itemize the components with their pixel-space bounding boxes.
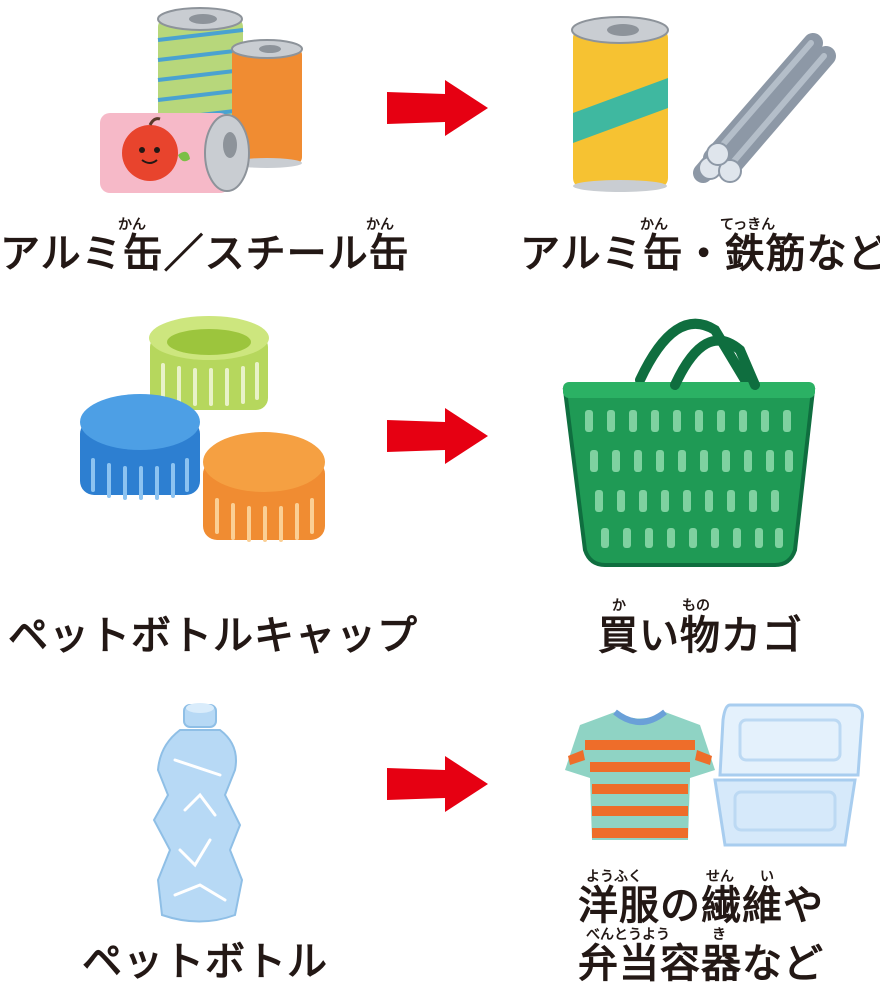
striped-shirt-icon <box>565 709 715 840</box>
label-cans: アルミ缶／スチール缶 <box>0 231 410 277</box>
food-container-icon <box>713 703 864 847</box>
label-lunch-containers: 弁当容器など <box>578 941 824 987</box>
ruby-youfuku: ようふく <box>586 869 642 885</box>
ruby-kan-2: かん <box>366 217 394 233</box>
cans-illustration <box>100 7 303 193</box>
row-pet-bottle: ペットボトル ようふく せん い 洋服の繊維や べんとうよう き 弁当容器など <box>0 690 880 996</box>
ruby-ki: き <box>712 927 726 943</box>
basket-icon <box>562 318 816 567</box>
can-and-rebar-illustration <box>571 16 836 192</box>
shopping-basket-illustration <box>562 318 816 567</box>
arrow-right-icon <box>387 80 488 136</box>
ruby-kan-3: かん <box>640 217 668 233</box>
orange-cap-icon <box>203 432 325 542</box>
clothes-and-container-illustration <box>565 703 864 847</box>
arrow-right-icon <box>387 408 488 464</box>
ruby-tekkin: てっきん <box>720 217 776 233</box>
ruby-mono: もの <box>682 598 710 614</box>
ruby-sen: せん <box>706 869 734 885</box>
arrow-right-icon <box>387 756 488 812</box>
row-cans: かん かん アルミ缶／スチール缶 かん てっきん アルミ缶・鉄筋など <box>0 0 880 290</box>
row-caps: ペットボトルキャップ か もの 買い物カゴ <box>0 300 880 670</box>
apple-can-icon <box>100 113 250 193</box>
label-pet-bottle: ペットボトル <box>82 939 328 985</box>
rebar-icon <box>693 33 836 183</box>
ruby-ka: か <box>612 598 626 614</box>
green-can-icon <box>157 7 244 127</box>
crushed-bottle-icon <box>152 703 244 923</box>
ruby-bentouyou: べんとうよう <box>586 927 670 943</box>
ruby-kan-1: かん <box>118 217 146 233</box>
yellow-can-icon <box>571 16 669 192</box>
orange-can-icon <box>231 39 303 168</box>
label-clothes-fiber: 洋服の繊維や <box>578 883 824 929</box>
label-can-rebar: アルミ缶・鉄筋など <box>520 231 880 277</box>
pet-bottle-illustration <box>152 703 244 923</box>
ruby-i: い <box>760 869 774 885</box>
label-shopping-basket: 買い物カゴ <box>598 613 803 659</box>
green-cap-icon <box>149 316 269 410</box>
blue-cap-icon <box>80 394 200 500</box>
bottle-caps-illustration <box>80 316 325 542</box>
label-bottle-caps: ペットボトルキャップ <box>8 613 418 659</box>
